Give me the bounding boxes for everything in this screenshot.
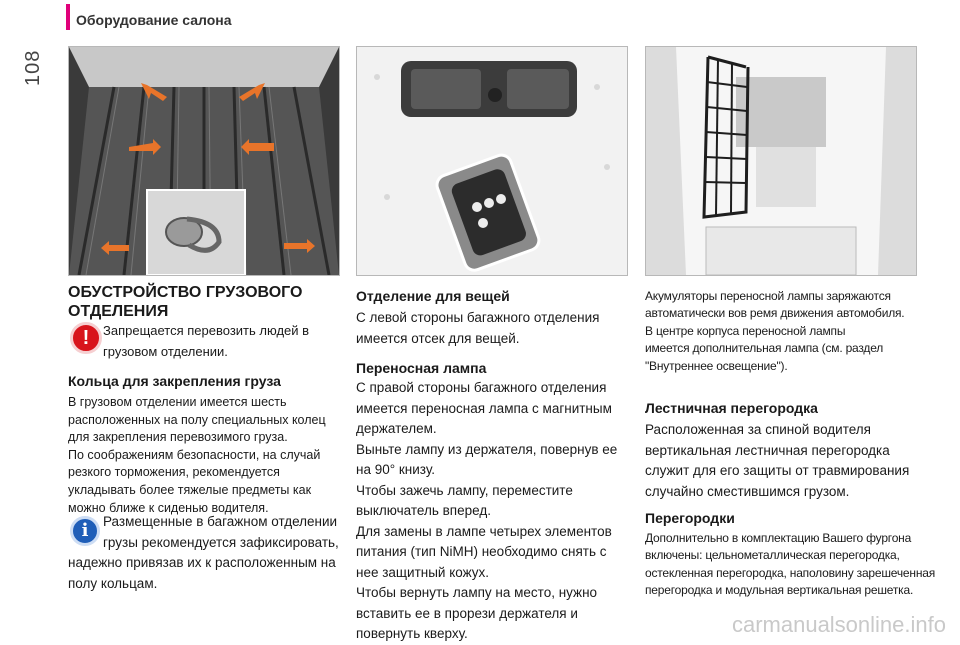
info-text-rest: надежно привязав их к расположенным на п… — [68, 555, 336, 591]
lamp-text: С правой стороны багажного отделения име… — [356, 380, 618, 641]
page-number: 108 — [22, 49, 44, 86]
rings-text: В грузовом отделении имеется шесть распо… — [68, 395, 326, 515]
ladder-heading: Лестничная перегородка — [645, 400, 818, 416]
storage-text: С левой стороны багажного отделения имее… — [356, 310, 600, 346]
ladder-partition-photo — [645, 46, 917, 276]
accent-bar — [66, 4, 70, 30]
page-number-container: 108 — [14, 0, 54, 100]
cargo-floor-photo — [68, 46, 340, 276]
battery-text: Акумуляторы переносной лампы заряжаются … — [645, 289, 905, 373]
ladder-text: Расположенная за спиной водителя вертика… — [645, 422, 910, 499]
section-title: Оборудование салона — [76, 12, 232, 28]
info-icon: i — [70, 516, 100, 546]
cargo-heading: ОБУСТРОЙСТВО ГРУЗОВОГО ОТДЕЛЕНИЯ — [68, 284, 303, 320]
lamp-heading: Переносная лампа — [356, 360, 487, 376]
partitions-text: Дополнительно в комплектацию Вашего фург… — [645, 531, 936, 598]
warning-text: Запрещается перевозить людей в грузовом … — [103, 323, 310, 359]
info-text-first: Размещенные в багажном отделении грузы р… — [103, 514, 339, 550]
storage-heading: Отделение для вещей — [356, 288, 510, 304]
rings-heading: Кольца для закрепления груза — [68, 373, 281, 389]
exclamation-icon: ! — [70, 322, 102, 354]
watermark: carmanualsonline.info — [731, 612, 946, 637]
storage-lamp-photo — [356, 46, 628, 276]
partitions-heading: Перегородки — [645, 510, 735, 526]
